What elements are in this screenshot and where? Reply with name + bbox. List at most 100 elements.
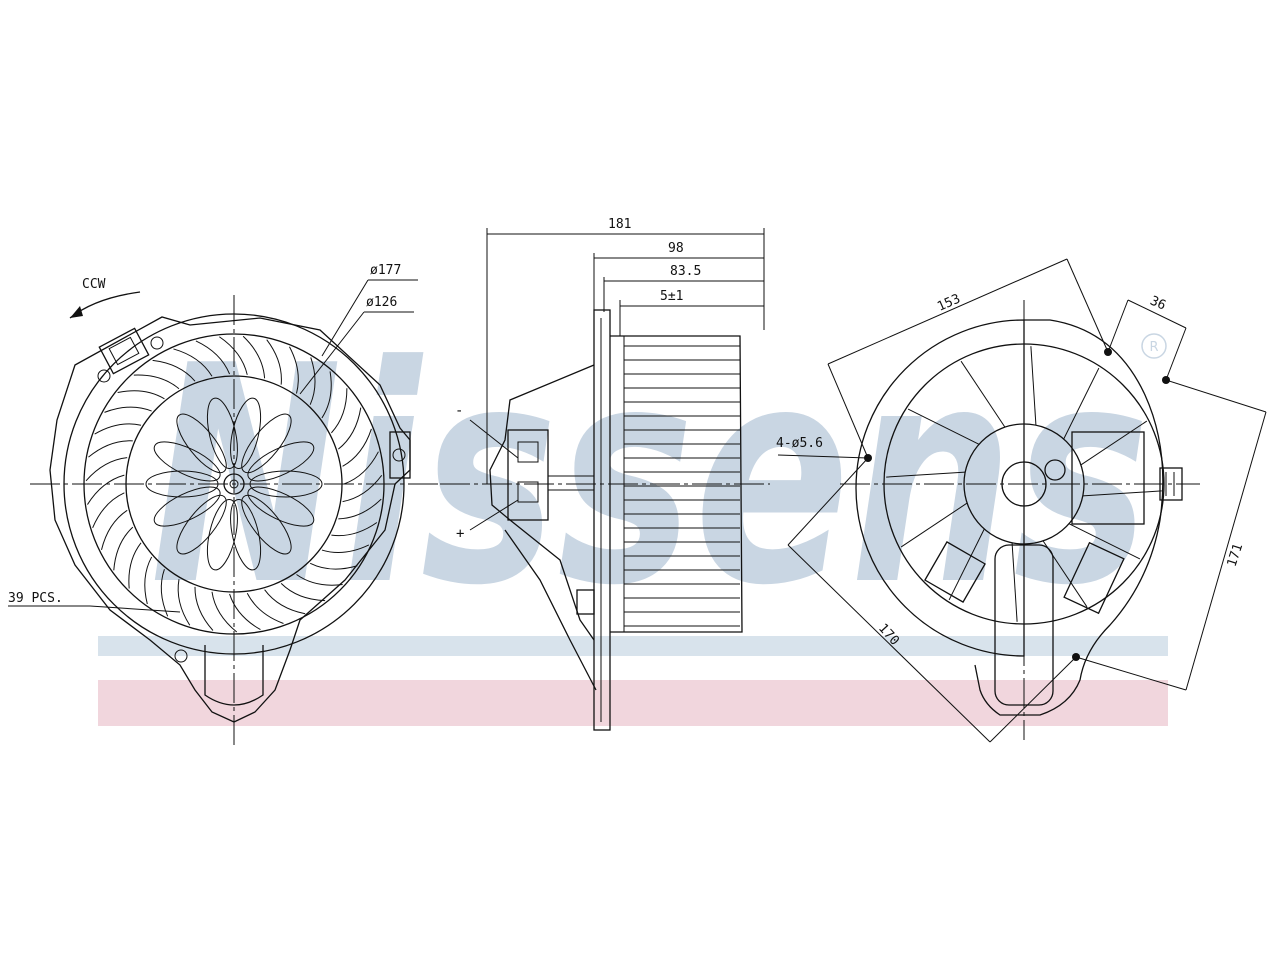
wheel-inner-ring bbox=[125, 375, 343, 593]
hub-petal bbox=[241, 494, 292, 555]
impeller-blade bbox=[177, 579, 191, 626]
impeller-blade bbox=[88, 440, 133, 458]
back-spoke bbox=[1063, 367, 1100, 440]
positive-terminal-label: + bbox=[456, 526, 464, 542]
hub-petal bbox=[153, 441, 221, 482]
registered-mark-circle bbox=[1141, 333, 1167, 359]
back-spoke bbox=[907, 408, 980, 445]
hub-petal bbox=[176, 413, 227, 474]
watermark-logo: Nissens bbox=[150, 302, 1150, 651]
impeller-blade bbox=[331, 522, 378, 537]
impeller-slats bbox=[624, 345, 740, 627]
impeller-blade bbox=[104, 406, 152, 413]
impeller-blade bbox=[211, 591, 238, 633]
blade-count-label: 39 PCS. bbox=[8, 591, 63, 606]
impeller-blade bbox=[160, 569, 169, 617]
wheel-outer-ring bbox=[83, 333, 385, 635]
impeller-blades bbox=[85, 335, 383, 633]
hub-petal bbox=[247, 441, 315, 482]
impeller-blade bbox=[331, 388, 348, 434]
impeller-blade bbox=[229, 593, 261, 631]
impeller-blade bbox=[342, 474, 383, 503]
motor-housing bbox=[489, 364, 595, 641]
hub-center bbox=[223, 473, 245, 495]
impeller-blade bbox=[321, 544, 370, 554]
hub-petal bbox=[145, 470, 219, 498]
impeller-blade bbox=[194, 586, 214, 631]
back-spoke bbox=[1030, 346, 1037, 426]
hub-petal bbox=[206, 498, 238, 571]
side-view: 181 98 83.5 5±1 - + bbox=[440, 217, 770, 731]
terminal-block bbox=[1071, 431, 1145, 525]
back-outer-ring bbox=[883, 343, 1165, 625]
impeller-blade bbox=[92, 492, 125, 529]
impeller-blade bbox=[342, 428, 372, 467]
impeller-blade bbox=[113, 526, 134, 571]
hub-petal bbox=[249, 470, 323, 498]
watermark-stripe-red bbox=[98, 680, 1168, 726]
back-view: 153 36 171 170 4-ø5.6 bbox=[776, 258, 1267, 743]
back-spoke bbox=[1068, 523, 1141, 560]
impeller-blade bbox=[289, 346, 299, 394]
impeller-blade bbox=[280, 583, 326, 602]
impeller-blade bbox=[195, 340, 231, 375]
hub-petal bbox=[176, 494, 227, 555]
overall-length-label: 181 bbox=[608, 217, 631, 232]
impeller-blade bbox=[246, 592, 284, 624]
impeller-blade bbox=[101, 509, 128, 551]
impeller-blade bbox=[94, 423, 142, 435]
hub-petals bbox=[145, 397, 323, 571]
impeller-blade bbox=[219, 336, 248, 375]
blade-length-label: 83.5 bbox=[670, 264, 701, 279]
wheel-length-label: 98 bbox=[668, 241, 684, 256]
impeller-blade bbox=[128, 542, 142, 589]
outer-diameter-label: ø177 bbox=[370, 263, 401, 278]
back-spoke bbox=[1080, 420, 1148, 466]
hub-petal bbox=[241, 413, 292, 474]
hub-petal bbox=[247, 486, 315, 527]
back-spoke bbox=[1082, 490, 1162, 497]
hub-petal bbox=[206, 397, 238, 470]
hole-spacing-label: 36 bbox=[1148, 294, 1168, 314]
impeller-blade bbox=[173, 348, 213, 377]
impeller-blade bbox=[87, 474, 125, 505]
motor-pocket bbox=[994, 544, 1054, 706]
back-spoke bbox=[886, 471, 966, 478]
impeller-blade bbox=[264, 589, 306, 615]
mount-holes-label: 4-ø5.6 bbox=[776, 436, 823, 451]
back-spoke bbox=[900, 502, 968, 548]
impeller-blade bbox=[338, 407, 362, 450]
hub-petal bbox=[153, 486, 221, 527]
impeller-blade bbox=[242, 335, 266, 379]
negative-terminal-label: - bbox=[455, 403, 463, 419]
impeller-blade bbox=[152, 359, 196, 382]
back-hub bbox=[963, 423, 1085, 545]
front-view: CCW ø177 ø126 39 PCS. bbox=[8, 263, 440, 745]
impeller-blade bbox=[296, 574, 343, 586]
hub-petal bbox=[230, 498, 262, 571]
impeller-blade bbox=[309, 357, 316, 405]
rotation-label: CCW bbox=[82, 277, 106, 292]
impeller-blade bbox=[309, 562, 358, 570]
watermark-stripe-blue bbox=[98, 636, 1168, 656]
mounting-flange bbox=[593, 309, 611, 731]
impeller-blade bbox=[85, 457, 128, 482]
inner-diameter-label: ø126 bbox=[366, 295, 397, 310]
hub-petal bbox=[230, 397, 262, 470]
connector bbox=[507, 429, 549, 521]
impeller-blade bbox=[266, 339, 282, 385]
height-label: 171 bbox=[1225, 542, 1247, 569]
housing-outline bbox=[49, 316, 411, 723]
impeller-blade bbox=[133, 374, 180, 390]
impeller-blade bbox=[117, 390, 165, 400]
impeller-blade bbox=[144, 556, 153, 605]
back-spoke bbox=[960, 360, 1006, 428]
back-housing-outline bbox=[855, 319, 1164, 716]
impeller-blade bbox=[338, 498, 382, 520]
impeller-blade bbox=[343, 451, 379, 485]
registered-mark: R bbox=[1149, 340, 1158, 355]
offset-label: 5±1 bbox=[660, 289, 683, 304]
impeller-blade bbox=[321, 371, 332, 419]
